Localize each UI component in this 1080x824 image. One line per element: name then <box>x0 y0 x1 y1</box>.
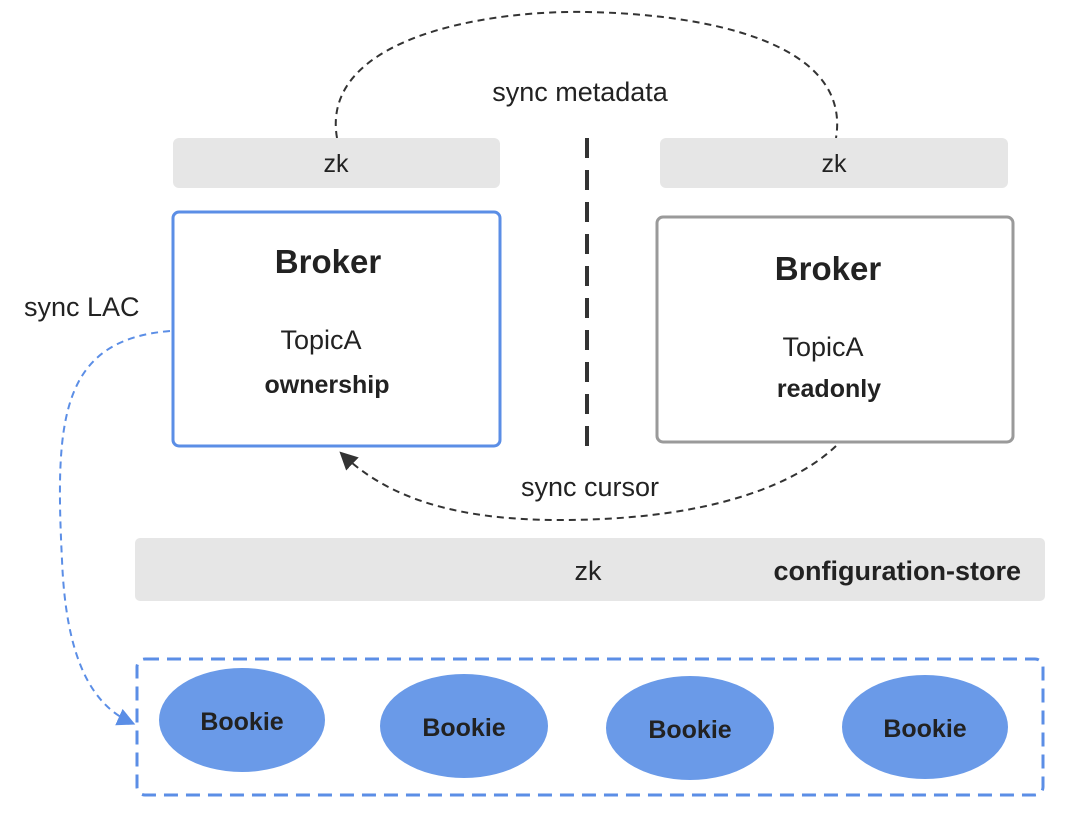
zk-left-label: zk <box>324 150 350 178</box>
sync-cursor-label: sync cursor <box>521 472 659 502</box>
bookie-node <box>606 676 774 780</box>
broker-right-topic: TopicA <box>782 332 863 362</box>
zk-bar-left <box>173 138 500 188</box>
bookie-node <box>380 674 548 778</box>
sync-cursor-arrow <box>339 445 837 522</box>
zk-configuration-store-label: zk <box>575 556 603 586</box>
broker-left-title: Broker <box>275 243 382 280</box>
sync-metadata-label: sync metadata <box>492 77 669 107</box>
bookie-node <box>159 668 325 772</box>
bookie-label: Bookie <box>422 714 505 742</box>
configuration-store-label: configuration-store <box>774 556 1022 586</box>
sync-lac-arrow <box>58 330 171 726</box>
bookie-label: Bookie <box>200 708 283 736</box>
broker-right-box <box>655 215 1015 444</box>
zk-bar-right <box>660 138 1008 188</box>
broker-right-title: Broker <box>775 250 882 287</box>
bookie-label: Bookie <box>883 715 966 743</box>
broker-left-role: ownership <box>264 371 389 399</box>
bookie-group <box>135 657 1045 797</box>
zk-configuration-store-bar <box>135 538 1045 601</box>
bookie-label: Bookie <box>648 716 731 744</box>
sync-metadata-arc <box>334 10 839 139</box>
sync-lac-label: sync LAC <box>24 292 140 322</box>
broker-left-topic: TopicA <box>280 325 361 355</box>
broker-right-role: readonly <box>777 375 881 403</box>
bookie-node <box>842 675 1008 779</box>
broker-left-box <box>171 210 502 448</box>
zk-right-label: zk <box>822 150 848 178</box>
